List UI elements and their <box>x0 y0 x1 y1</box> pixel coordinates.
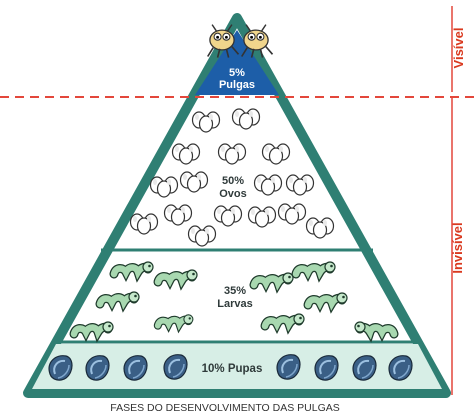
ovos-percent: 50% <box>222 175 244 187</box>
pulgas-percent: 5% <box>229 67 245 79</box>
pulgas-label: Pulgas <box>219 79 255 91</box>
pupas-label: 10% Pupas <box>202 363 263 375</box>
apex-section <box>195 30 279 95</box>
larvas-label: Larvas <box>217 298 252 310</box>
invisible-side-label: Invisível <box>450 222 465 273</box>
svg-text:Invisível: Invisível <box>450 222 465 273</box>
ovos-label: Ovos <box>219 188 247 200</box>
larvas-percent: 35% <box>224 285 246 297</box>
visible-side-label: Visível <box>451 28 466 69</box>
diagram-caption: FASES DO DESENVOLVIMENTO DAS PULGAS <box>110 402 340 414</box>
svg-text:Visível: Visível <box>451 28 466 69</box>
